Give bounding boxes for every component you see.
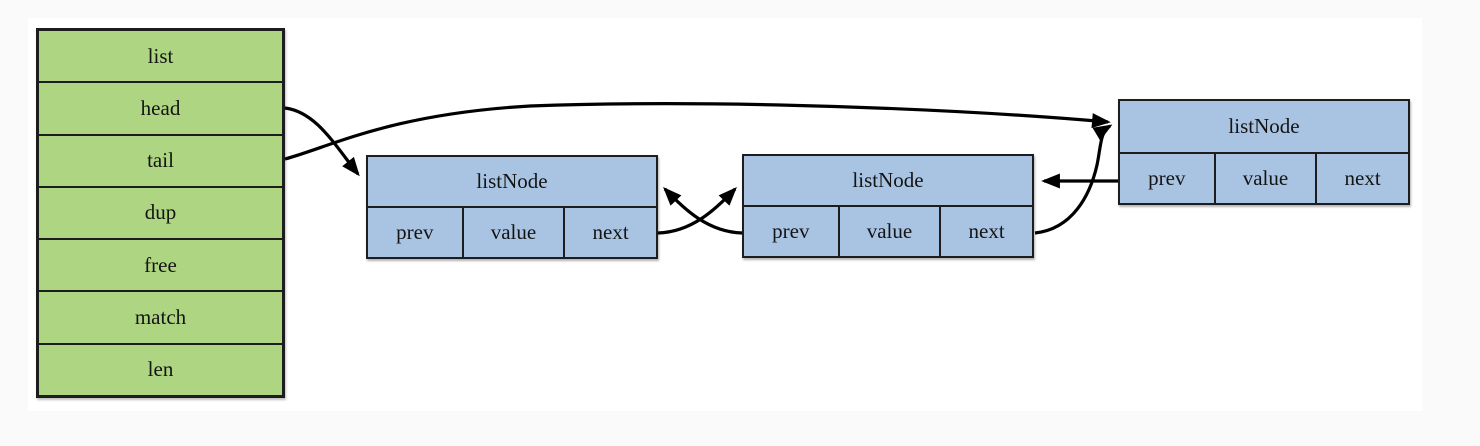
listnode-1-value-cell: value (461, 208, 566, 257)
struct-row-tail: tail (39, 133, 282, 186)
listnode-1-next-cell: next (592, 220, 629, 245)
listnode-3-next-cell: next (1344, 165, 1381, 190)
struct-row-head: head (39, 81, 282, 133)
list-struct-table: list head tail dup free match len (36, 28, 285, 398)
struct-row-len: len (39, 342, 282, 395)
listnode-box-2: listNode prev value next (742, 154, 1034, 258)
listnode-3-value-cell: value (1213, 153, 1318, 203)
listnode-3-cells: prev value next (1120, 153, 1408, 203)
struct-row-free: free (39, 238, 282, 290)
listnode-2-title: listNode (744, 156, 1032, 208)
listnode-1-cells: prev value next (368, 208, 656, 257)
listnode-2-next-cell: next (968, 219, 1005, 244)
listnode-box-3: listNode prev value next (1118, 99, 1410, 205)
struct-row-match: match (39, 290, 282, 342)
listnode-1-title: listNode (368, 157, 656, 209)
listnode-2-prev-cell: prev (772, 219, 810, 244)
listnode-box-1: listNode prev value next (366, 155, 658, 259)
listnode-2-value-cell: value (837, 207, 942, 256)
listnode-2-cells: prev value next (744, 207, 1032, 256)
listnode-1-prev-cell: prev (396, 220, 434, 245)
listnode-3-title: listNode (1120, 101, 1408, 154)
struct-row-list: list (147, 43, 174, 68)
listnode-3-prev-cell: prev (1148, 165, 1186, 190)
struct-row-dup: dup (39, 185, 282, 238)
